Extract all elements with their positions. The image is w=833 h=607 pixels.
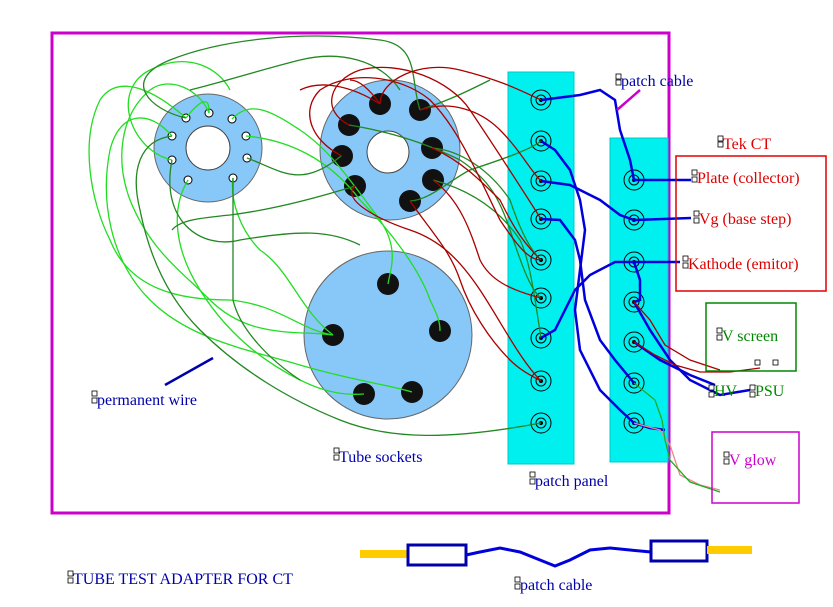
plate-label: Plate (collector) [697,170,800,187]
hv-label: HV [714,383,738,400]
tek-ct-label: Tek CT [723,136,771,153]
patch-panel-label: patch panel [535,473,609,490]
patch-panel-left [507,71,575,465]
jack [530,370,552,392]
jack [530,130,552,152]
v-glow-label: V glow [729,452,777,469]
permanent-wire-label: permanent wire [97,392,197,409]
v-screen-label: V screen [722,328,778,345]
dark-red-wires [299,66,542,382]
light-green-wires [88,61,441,396]
permanent-wire-pointer [164,356,214,387]
blue-patch-cables [540,88,751,432]
vg-label: Vg (base step) [699,211,791,228]
patch-cable-bottom-label: patch cable [520,577,592,594]
tek-ct-box [675,155,827,292]
v-glow-box [711,431,800,504]
dark-green-wires [135,35,542,437]
kathode-label: Kathode (emitor) [688,256,799,273]
patch-cable-pointer [616,89,641,111]
adapter-frame [50,31,671,515]
patch-cable-illustration [360,539,752,568]
tube-sockets-label: Tube sockets [339,449,422,466]
diagram-title: TUBE TEST ADAPTER FOR CT [73,571,293,588]
patch-cable-top-label: patch cable [621,73,693,90]
left-panel-jacks [530,89,552,434]
tube-socket-small [153,93,263,203]
label-handles [67,73,779,590]
jack [623,331,645,353]
v-screen-box [705,302,797,372]
psu-label: PSU [755,383,785,400]
